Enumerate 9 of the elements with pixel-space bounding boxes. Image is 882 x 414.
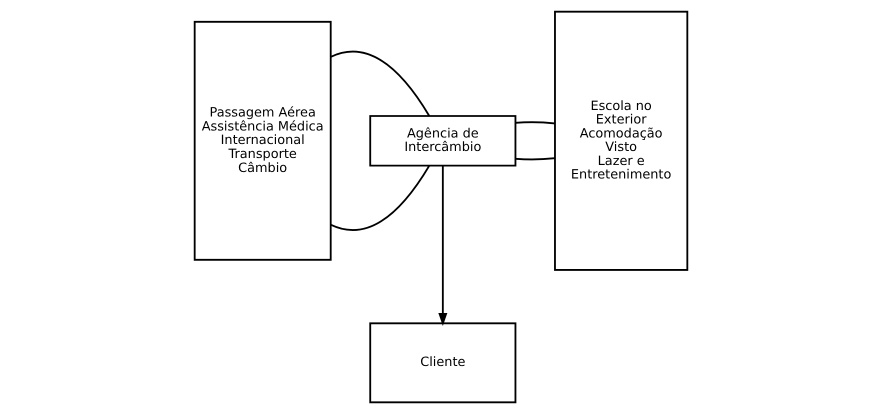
arrow xyxy=(438,166,448,326)
connector xyxy=(330,165,430,231)
node-box: Escola no Exterior Acomodação Visto Lazer e Entretenimento xyxy=(554,10,688,271)
connector xyxy=(330,50,430,116)
connector xyxy=(516,121,555,124)
node-box: Passagem Aérea Assistência Médica Internacional Transporte Câmbio xyxy=(194,20,332,261)
connector xyxy=(516,157,555,160)
node-box: Cliente xyxy=(369,322,516,404)
node-box: Agência de Intercâmbio xyxy=(369,115,516,167)
